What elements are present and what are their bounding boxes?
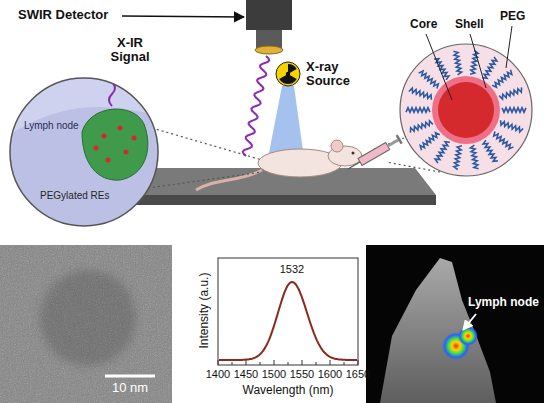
peg-chain [454, 146, 462, 170]
peg-chain [409, 88, 432, 100]
nanoparticle-circle [400, 44, 532, 176]
axis-label: Intensity (a.u.) [198, 256, 211, 366]
signal-label: X-IR Signal [100, 36, 160, 65]
axis-tick [218, 360, 219, 365]
detector-arrow [122, 16, 244, 17]
axis-tick [246, 360, 247, 365]
axis-tick [316, 362, 317, 365]
tick-label: 1550 [287, 368, 317, 380]
axis-tick [260, 362, 261, 365]
label-leader-lines [426, 26, 512, 100]
peg-chain [434, 59, 449, 80]
source-label: X-ray Source [306, 60, 362, 89]
tem-image [0, 245, 172, 403]
peak-label: 1532 [276, 263, 308, 275]
peg-chain [502, 108, 526, 112]
axis-tick [302, 360, 303, 365]
part-label: Core [410, 18, 437, 31]
syringe [345, 134, 402, 173]
peg-chain [406, 108, 430, 112]
peg-chain [453, 51, 461, 75]
detector-label: SWIR Detector [18, 8, 108, 22]
peg-chain [420, 133, 440, 151]
peg-chain [470, 51, 478, 75]
scale-bar-label: 10 nm [100, 381, 160, 395]
organ-label: Lymph node [24, 120, 79, 131]
xir-signal-wave [243, 56, 269, 156]
peg-chain [435, 142, 450, 163]
peg-chain [499, 87, 521, 99]
part-label: Shell [455, 18, 484, 31]
peg-chain [419, 71, 439, 89]
axis-tick [274, 360, 275, 365]
peg-chain [483, 140, 498, 161]
axis-tick [288, 362, 289, 365]
tick-label: 1650 [343, 368, 373, 380]
spectrum-plot [218, 258, 358, 365]
invivo-image [366, 245, 544, 403]
peg-chain [410, 121, 433, 133]
peg-chain [492, 70, 512, 88]
peg-chain [470, 145, 478, 169]
tick-label: 1500 [259, 368, 289, 380]
tick-label: 1600 [315, 368, 345, 380]
axis-tick [330, 360, 331, 365]
axis-tick [232, 362, 233, 365]
axis-tick [358, 360, 359, 365]
tick-label: 1450 [231, 368, 261, 380]
axis-tick [344, 362, 345, 365]
zoom-circle [8, 76, 160, 228]
peg-chain [482, 57, 497, 78]
peg-chain [501, 120, 523, 132]
organ-label: Lymph node [468, 296, 539, 309]
peg-chain [494, 132, 514, 150]
swir-camera [246, 0, 292, 54]
tick-label: 1400 [203, 368, 233, 380]
particle-label: PEGylated REs [40, 190, 109, 201]
part-label: PEG [500, 10, 525, 23]
radiation-symbol [276, 62, 300, 86]
axis-label: Wavelength (nm) [228, 384, 348, 397]
zoom-leader-lines [148, 128, 440, 188]
lymph-node-zoom: Lymph nodePEGylated REs [8, 76, 160, 228]
xray-beam [268, 86, 304, 158]
